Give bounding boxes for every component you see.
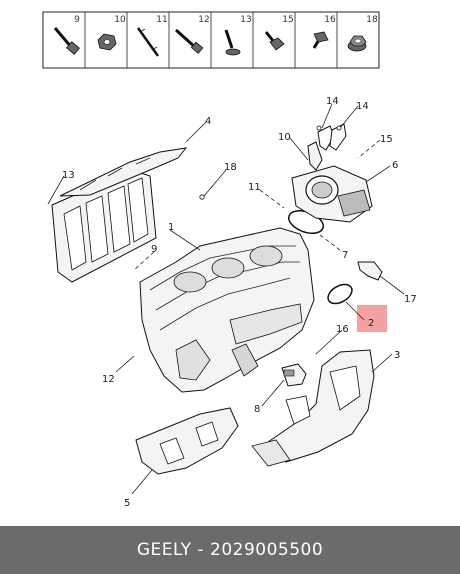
table-header-9: 9 <box>74 15 80 25</box>
bracket-14 <box>317 123 347 151</box>
sensor-8 <box>281 363 307 387</box>
footer-bar: GEELY - 2029005500 <box>0 526 460 574</box>
bracket-10 <box>307 141 323 171</box>
bolt-12-icon <box>174 28 204 54</box>
bolt-9-icon <box>53 27 80 55</box>
table-header-10: 10 <box>114 15 126 25</box>
nut-10-icon <box>97 33 117 51</box>
leader-lines <box>47 103 405 495</box>
callout-1: 1 <box>168 222 174 233</box>
screw-16-icon <box>312 31 329 49</box>
callout-6: 6 <box>392 160 398 171</box>
table-header-12: 12 <box>198 15 209 25</box>
clip-17 <box>357 261 383 281</box>
exploded-parts-diagram: 9 10 11 12 13 15 16 18 <box>42 11 417 509</box>
callout-7: 7 <box>342 250 348 261</box>
callout-labels: 1 2 3 4 5 6 7 8 9 10 11 12 13 14 14 15 1… <box>62 96 417 509</box>
callout-12: 12 <box>102 374 115 385</box>
table-header-11: 11 <box>156 15 167 25</box>
table-header-16: 16 <box>324 15 336 25</box>
callout-9: 9 <box>151 244 157 255</box>
callout-16: 16 <box>336 324 349 335</box>
table-header-18: 18 <box>366 15 378 25</box>
callout-10: 10 <box>278 132 291 143</box>
callout-3: 3 <box>394 350 400 361</box>
callout-8: 8 <box>254 404 260 415</box>
hardware-table: 9 10 11 12 13 15 16 18 <box>42 11 380 69</box>
cover-4 <box>59 147 188 197</box>
table-header-15: 15 <box>282 15 293 25</box>
bracket-5 <box>135 407 239 475</box>
callout-13: 13 <box>62 170 75 181</box>
callout-11: 11 <box>248 182 261 193</box>
callout-18: 18 <box>224 162 237 173</box>
callout-15: 15 <box>380 134 393 145</box>
intake-manifold-1 <box>139 227 315 393</box>
callout-2: 2 <box>368 318 374 329</box>
callout-14-right: 14 <box>356 101 369 112</box>
bolt-13-icon <box>224 29 241 56</box>
nut-18-icon <box>347 35 367 52</box>
stud-11-icon <box>136 27 160 57</box>
bolt-15-icon <box>264 31 285 51</box>
bracket-3 <box>251 349 375 467</box>
table-header-13: 13 <box>240 15 251 25</box>
callout-14-left: 14 <box>326 96 339 107</box>
callout-17: 17 <box>404 294 417 305</box>
throttle-body-6 <box>291 165 373 223</box>
callout-5: 5 <box>124 498 130 509</box>
part-number-label: GEELY - 2029005500 <box>136 540 324 560</box>
callout-4: 4 <box>205 116 211 127</box>
oring-2 <box>327 283 353 305</box>
